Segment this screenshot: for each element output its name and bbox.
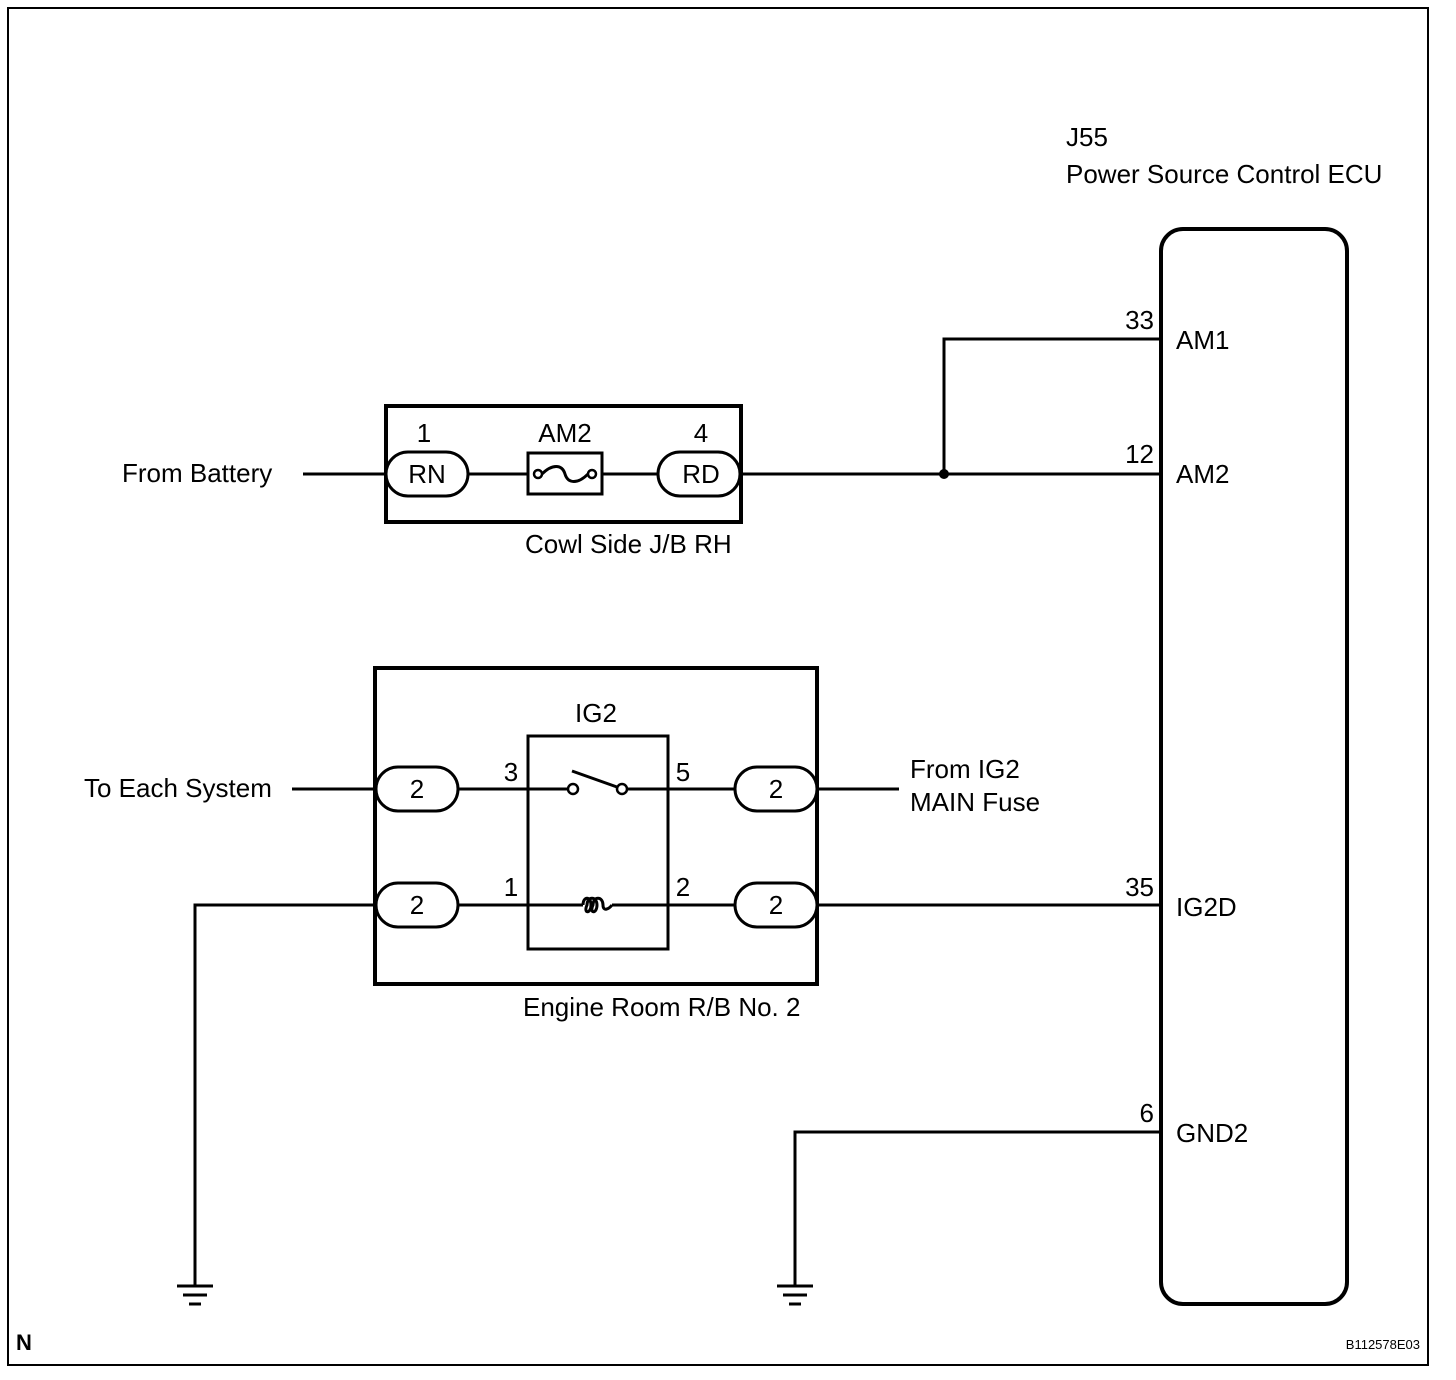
- ig2-relay-box: [526, 734, 670, 951]
- am1-wire: [942, 337, 1161, 474]
- cowl-jb-label: Cowl Side J/B RH: [525, 529, 732, 559]
- am2-fuse-label: AM2: [538, 418, 591, 448]
- switch-blade: [571, 769, 618, 789]
- switch-contact-left: [566, 782, 580, 796]
- relay-pin5-number: 5: [676, 757, 690, 787]
- fuse-contact-left: [532, 468, 544, 480]
- terminal-rd-label: RD: [682, 459, 720, 489]
- cowl-left-pin-number: 1: [417, 418, 431, 448]
- terminal-bottom-left-label: 2: [410, 890, 424, 920]
- terminal-top-left-label: 2: [410, 774, 424, 804]
- ecu-pin-name-ig2d: IG2D: [1176, 892, 1237, 922]
- cowl-right-pin-number: 4: [694, 418, 708, 448]
- cowl-jb-box: [384, 404, 743, 524]
- ecu-name: Power Source Control ECU: [1066, 159, 1382, 189]
- ecu-code: J55: [1066, 122, 1108, 152]
- gnd2-wire: [793, 1130, 1161, 1286]
- ecu-pin-name-am1: AM1: [1176, 325, 1229, 355]
- ecu-body: [1159, 227, 1349, 1306]
- from-ig2-label-line2: MAIN Fuse: [910, 787, 1040, 817]
- engine-rb-box: [373, 666, 819, 986]
- engine-rb-label: Engine Room R/B No. 2: [523, 992, 800, 1022]
- fuse-contact-right: [586, 468, 598, 480]
- splice-point: [939, 469, 949, 479]
- diagram-frame: [7, 7, 1429, 1366]
- ecu-pin-number-gnd2: 6: [1140, 1098, 1154, 1128]
- relay-ground-wire: [193, 903, 376, 1286]
- switch-contact-right: [615, 782, 629, 796]
- to-each-system-label: To Each System: [84, 773, 272, 803]
- fuse-element: [540, 465, 590, 483]
- ecu-pin-number-am2: 12: [1125, 439, 1154, 469]
- terminal-rn-label: RN: [408, 459, 446, 489]
- ecu-pin-number-am1: 33: [1125, 305, 1154, 335]
- figure-code: B112578E03: [1346, 1337, 1420, 1352]
- ecu-pin-number-ig2d: 35: [1125, 872, 1154, 902]
- from-ig2-label-line1: From IG2: [910, 754, 1020, 784]
- relay-coil-icon: [581, 896, 614, 914]
- terminal-bottom-right-label: 2: [769, 890, 783, 920]
- ground-icon: [177, 1284, 213, 1306]
- terminal-top-right-label: 2: [769, 774, 783, 804]
- relay-pin2-number: 2: [676, 872, 690, 902]
- ig2-relay-label: IG2: [575, 698, 617, 728]
- relay-pin3-number: 3: [504, 757, 518, 787]
- ecu-pin-name-gnd2: GND2: [1176, 1118, 1248, 1148]
- relay-pin1-number: 1: [504, 872, 518, 902]
- corner-letter: N: [16, 1330, 32, 1355]
- from-battery-label: From Battery: [122, 458, 272, 488]
- ground-icon: [777, 1284, 813, 1306]
- ecu-pin-name-am2: AM2: [1176, 459, 1229, 489]
